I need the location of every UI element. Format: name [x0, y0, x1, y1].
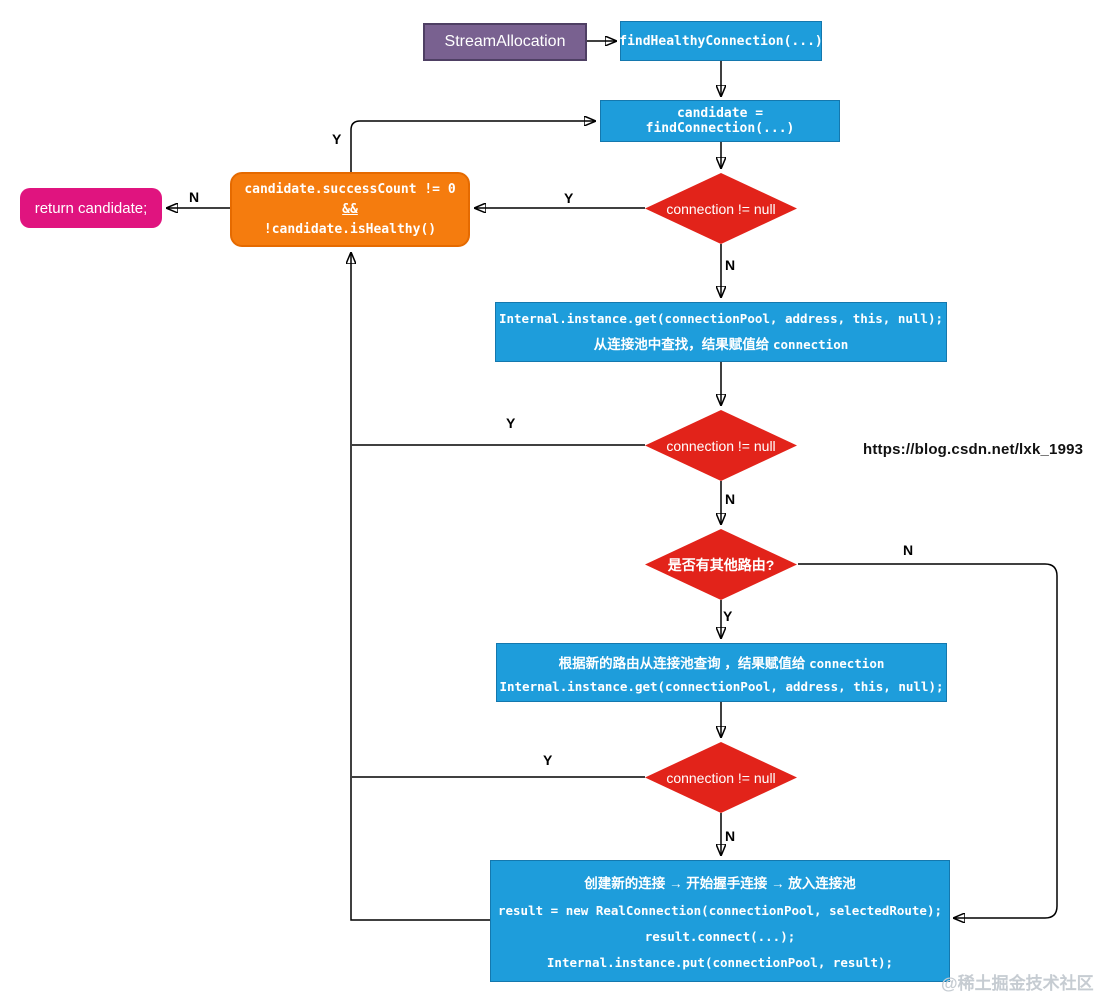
label-candidate-no: N	[189, 189, 200, 205]
route-lookup-note-text: 根据新的路由从连接池查询 ，结果赋值给	[558, 655, 810, 671]
create-connection-note: 创建新的连接 → 开始握手连接 → 放入连接池	[584, 876, 856, 892]
connection-check-3-label: connection != null	[666, 769, 776, 786]
create-connection-code1: result = new RealConnection(connectionPo…	[497, 903, 942, 919]
pool-lookup-note-code: connection	[773, 337, 849, 353]
candidate-check-line1: candidate.successCount != 0	[244, 182, 456, 198]
create-connection-code2: result.connect(...);	[644, 928, 796, 944]
candidate-check-line3: !candidate.isHealthy()	[263, 221, 437, 237]
stream-allocation-label: StreamAllocation	[444, 33, 566, 50]
find-healthy-connection-label: findHealthyConnection(...)	[619, 33, 823, 49]
connection-check-1-label: connection != null	[666, 200, 776, 217]
edge-create-to-candidatecheck	[351, 253, 490, 921]
return-candidate-label: return candidate;	[34, 199, 148, 217]
create-connection-node: 创建新的连接 → 开始握手连接 → 放入连接池 result = new Rea…	[490, 860, 950, 982]
pool-lookup-code: Internal.instance.get(connectionPool, ad…	[498, 310, 943, 326]
route-lookup-note: 根据新的路由从连接池查询 ，结果赋值给 connection	[559, 652, 885, 672]
pool-lookup-note: 从连接池中查找，结果赋值给 connection	[594, 333, 849, 353]
label-check1-no: N	[725, 257, 736, 273]
edge-retry-loop	[350, 121, 595, 172]
label-route-no: N	[903, 542, 914, 558]
label-check3-no: N	[725, 828, 736, 844]
route-lookup-node: 根据新的路由从连接池查询 ，结果赋值给 connection Internal.…	[496, 643, 947, 702]
create-connection-code3: Internal.instance.put(connectionPool, re…	[546, 954, 894, 970]
label-retry-yes: Y	[332, 131, 342, 147]
find-connection-label: candidate = findConnection(...)	[645, 106, 795, 136]
label-check2-yes: Y	[506, 415, 516, 431]
find-healthy-connection-node: findHealthyConnection(...)	[619, 21, 823, 61]
stream-allocation-node: StreamAllocation	[423, 23, 587, 61]
label-check2-no: N	[725, 491, 736, 507]
connection-check-2-label: connection != null	[666, 437, 776, 454]
label-check1-yes: Y	[564, 190, 574, 206]
candidate-check-node: candidate.successCount != 0 && !candidat…	[230, 172, 470, 247]
route-lookup-code: Internal.instance.get(connectionPool, ad…	[499, 678, 944, 694]
edge-route-no	[798, 563, 1058, 918]
candidate-check-line2: &&	[342, 201, 358, 217]
pool-lookup-note-text: 从连接池中查找，结果赋值给	[593, 337, 773, 353]
find-connection-node: candidate = findConnection(...)	[600, 100, 840, 142]
community-watermark: @稀土掘金技术社区	[941, 974, 1094, 993]
label-route-yes: Y	[723, 608, 733, 624]
return-candidate-node: return candidate;	[20, 188, 162, 228]
label-check3-yes: Y	[543, 752, 553, 768]
route-lookup-note-code: connection	[809, 655, 885, 671]
blog-url-watermark: https://blog.csdn.net/lxk_1993	[863, 441, 1084, 458]
route-check-label: 是否有其他路由?	[667, 556, 775, 573]
pool-lookup-node: Internal.instance.get(connectionPool, ad…	[495, 302, 947, 362]
